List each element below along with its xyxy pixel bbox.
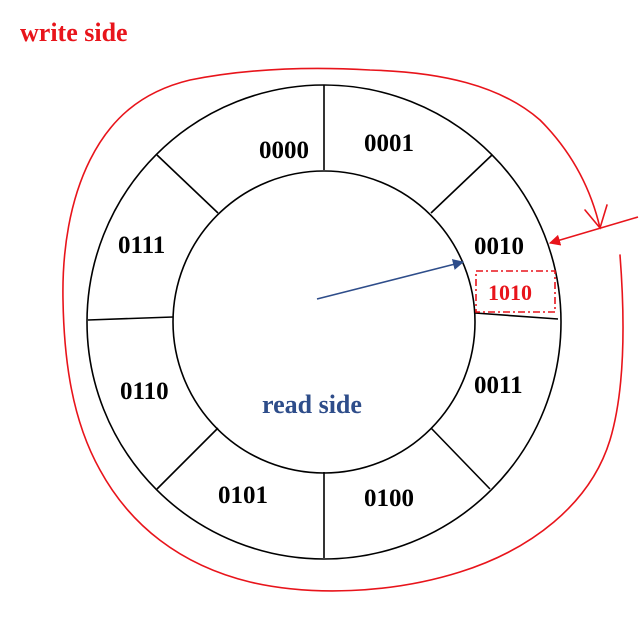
overwrite-value: 1010 <box>488 280 532 305</box>
segment-label-0100: 0100 <box>364 485 414 512</box>
divider-right <box>474 312 559 320</box>
segment-label-0101: 0101 <box>218 482 268 509</box>
segment-label-0011: 0011 <box>474 372 523 399</box>
divider-bottom-left <box>156 427 219 490</box>
segment-label-0111: 0111 <box>118 232 165 259</box>
read-pointer-arrow <box>316 259 465 300</box>
segment-label-0010: 0010 <box>474 233 524 260</box>
divider-top-right <box>430 154 493 214</box>
segment-label-0110: 0110 <box>120 378 169 405</box>
divider-top-left <box>156 154 219 214</box>
segment-label-0001: 0001 <box>364 130 414 157</box>
divider-bottom-right <box>430 427 491 490</box>
segment-dividers <box>87 85 559 558</box>
write-pointer-arrow <box>548 216 639 246</box>
write-loop-stroke <box>62 67 624 592</box>
write-loop-hook <box>584 204 608 230</box>
write-side-label: write side <box>20 18 128 47</box>
segment-label-0000: 0000 <box>259 137 309 164</box>
read-side-label: read side <box>262 390 362 419</box>
divider-left <box>87 316 174 321</box>
ring-inner-circle <box>172 170 476 474</box>
